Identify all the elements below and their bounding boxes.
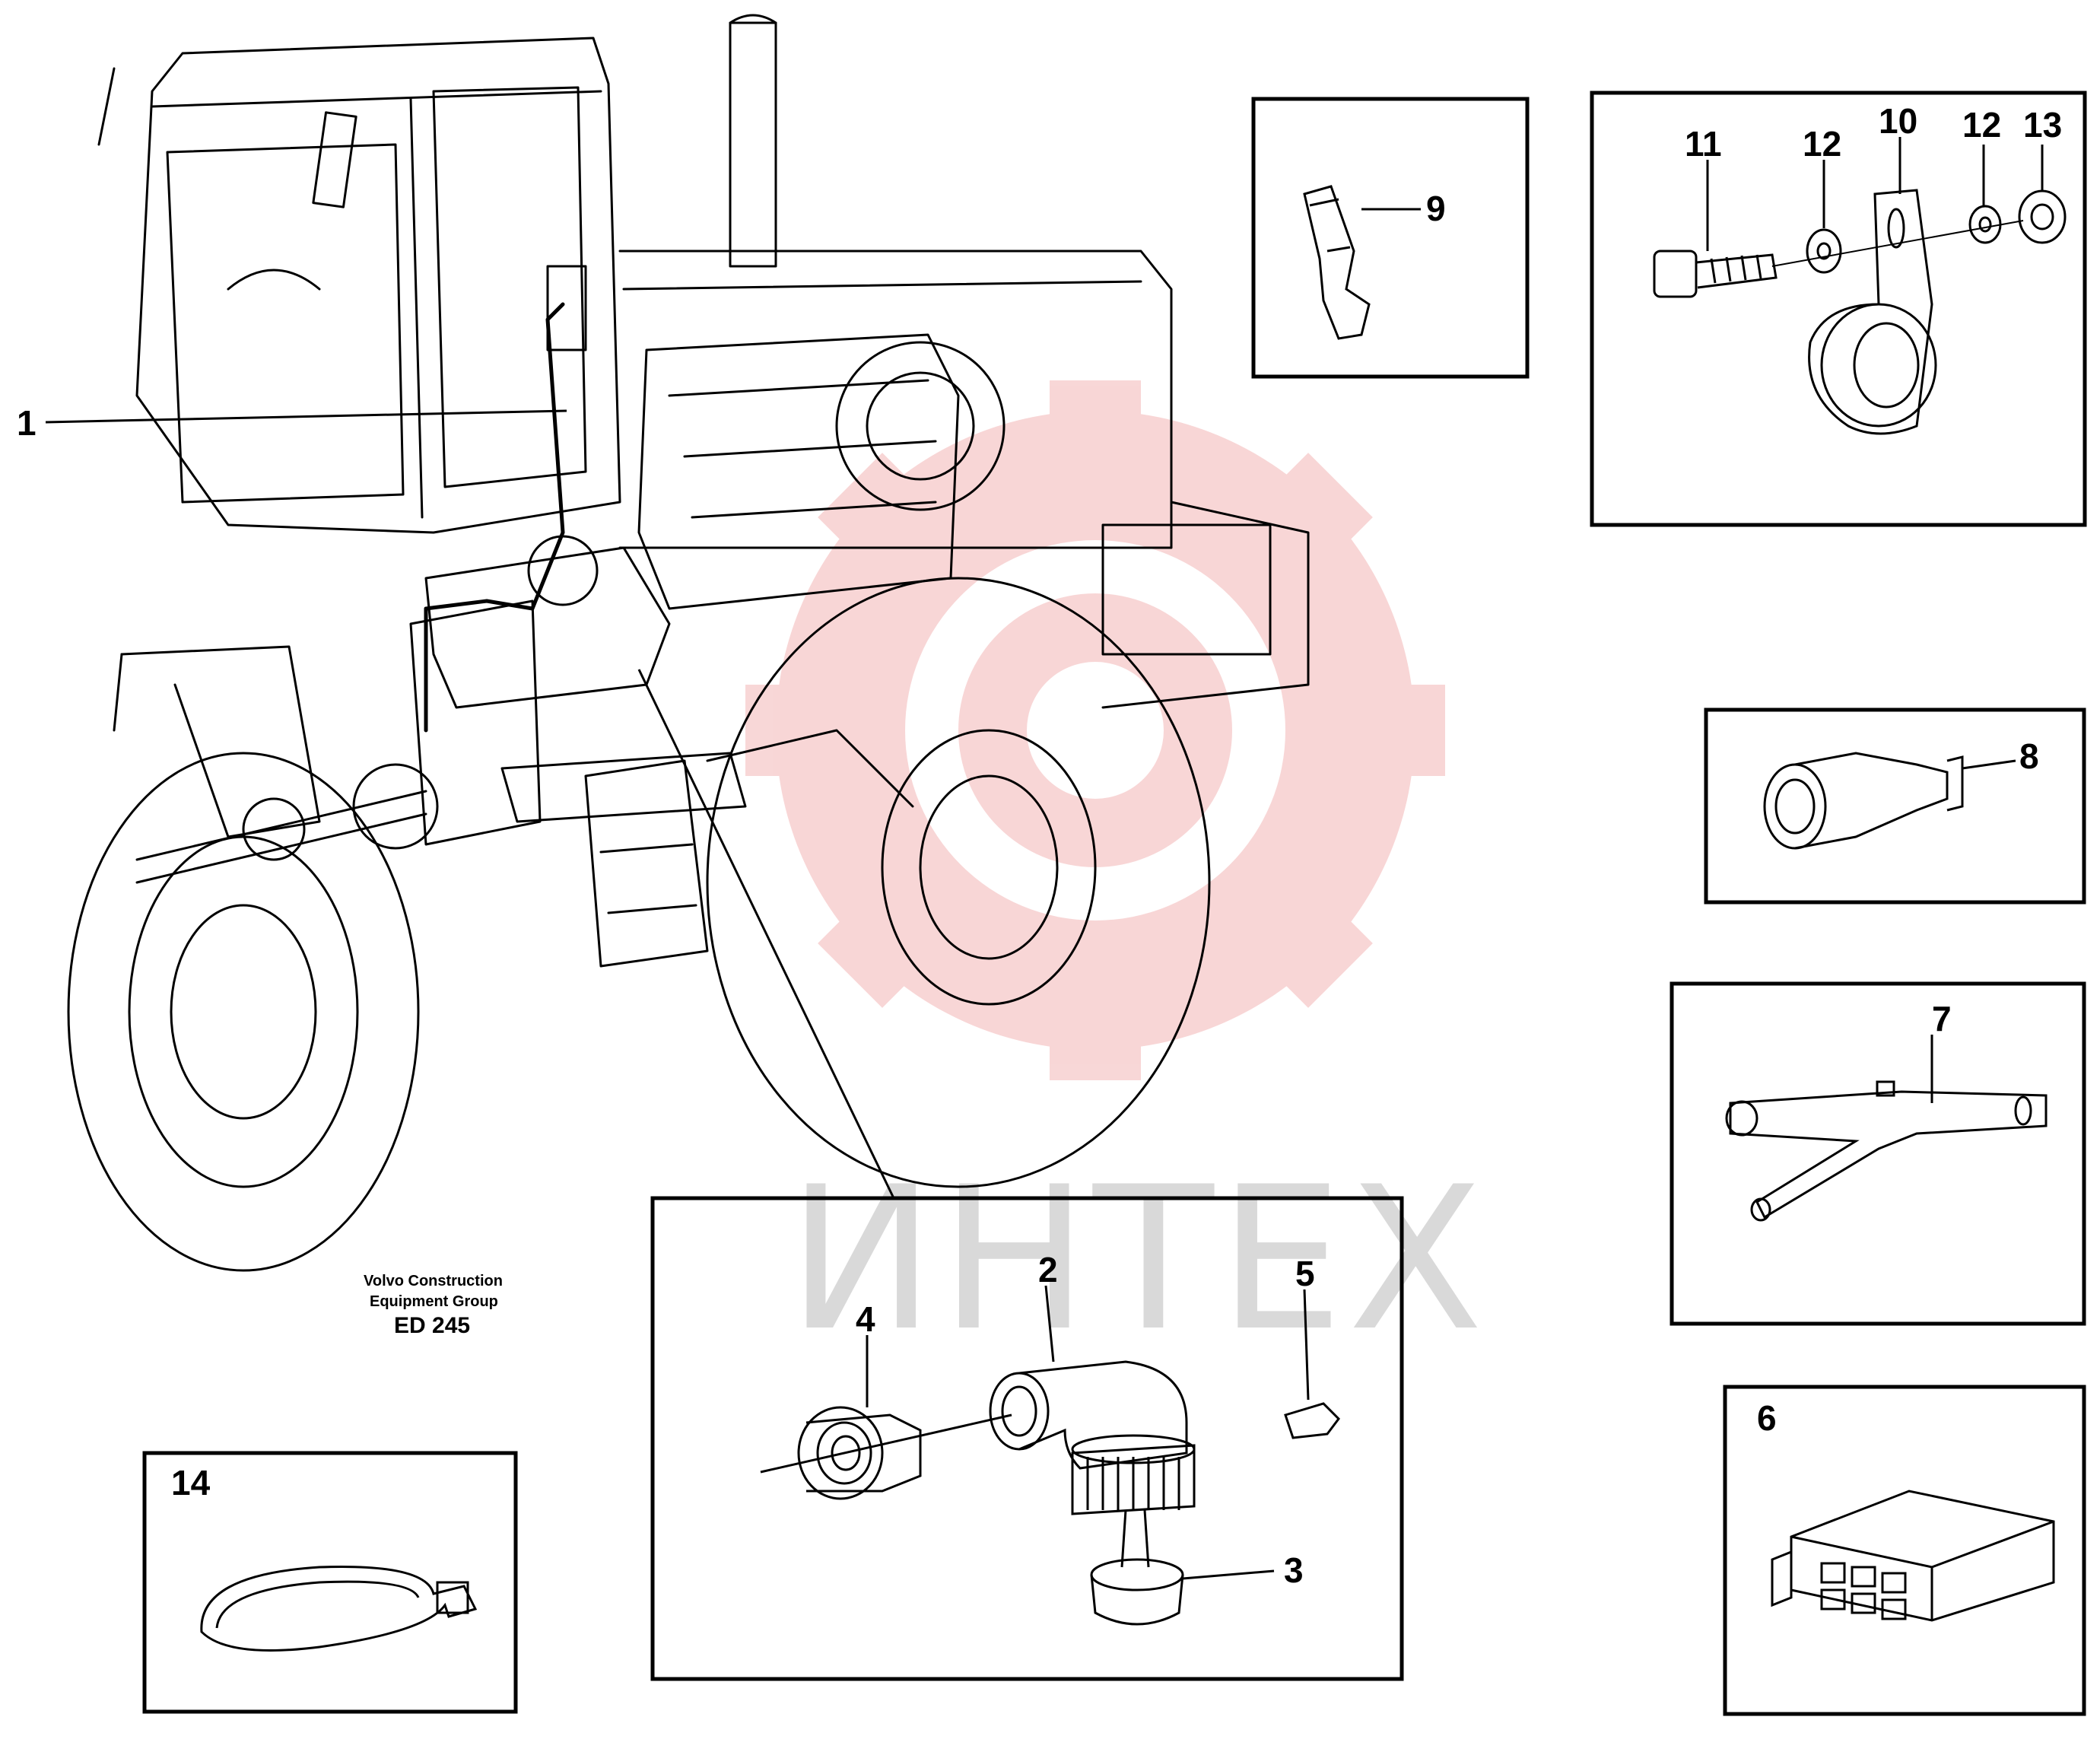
callout-5: 5 [1295,1254,1315,1293]
credit-line-1: Volvo Construction [364,1273,503,1289]
callout-12-right: 12 [1962,105,2001,145]
callout-1: 1 [17,403,37,443]
callout-8: 8 [2019,736,2039,776]
cable-tie-part [200,1565,478,1652]
detail-box-10-13: 11 12 10 12 13 [1590,91,2087,527]
callout-7: 7 [1932,999,1952,1038]
credit-line-2: Equipment Group [370,1293,498,1310]
callout-2: 2 [1038,1250,1058,1289]
clamp-assembly [1653,189,2067,435]
sensor-assembly [760,1360,1340,1626]
callout-10: 10 [1879,101,1917,141]
watermark-text: ИНТЕХ [787,1145,1488,1375]
credit-code: ED 245 [394,1313,470,1338]
connector-housing-part [1771,1490,2055,1622]
callout-9: 9 [1426,189,1446,228]
callout-14: 14 [171,1463,211,1502]
detail-box-7: 7 [1670,981,2086,1326]
rubber-boot-part [1763,752,1964,850]
detail-box-14: 14 [142,1451,518,1714]
callout-13: 13 [2023,105,2062,145]
watermark-gear-logo [745,380,1445,1080]
detail-box-2-5: 4 2 5 3 [650,1196,1404,1681]
callout-12-left: 12 [1803,124,1841,164]
callout-3: 3 [1284,1550,1304,1590]
terminal-part [1303,185,1371,340]
callout-11: 11 [1685,124,1722,164]
leader-lines [45,409,895,1199]
detail-box-9: 9 [1251,97,1530,379]
wheel-loader-drawing [67,14,1310,1272]
callout-4: 4 [856,1299,875,1339]
detail-box-6: 6 [1723,1385,2086,1716]
callout-6: 6 [1757,1398,1777,1438]
detail-box-8: 8 [1704,707,2086,905]
y-hose-part [1725,1080,2048,1222]
